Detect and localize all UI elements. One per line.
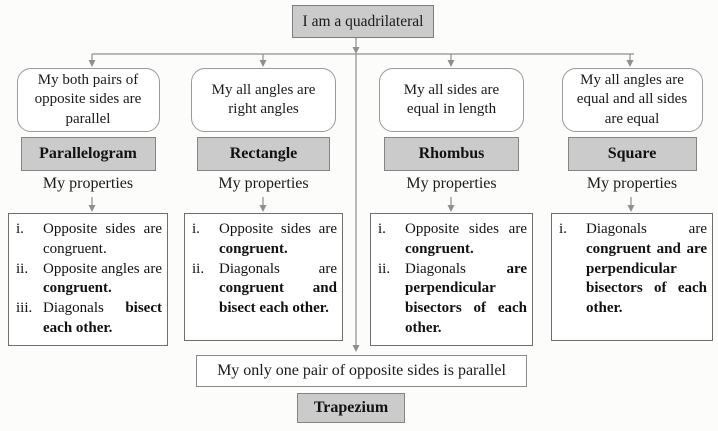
question-box: My all angles are right angles xyxy=(191,68,336,132)
properties-box: i. Opposite sides are congruent. ii. Diagon… xyxy=(184,213,343,341)
root-box: I am a quadrilateral xyxy=(292,5,434,38)
property-text: Diagonals are congruent and bisect each … xyxy=(219,260,337,317)
shape-label: Parallelogram xyxy=(20,137,156,171)
shape-label: Square xyxy=(567,137,697,171)
question-box: My all sides are equal in length xyxy=(379,68,524,132)
property-number: iii. xyxy=(16,300,33,317)
property-number: ii. xyxy=(378,260,391,277)
property-item: i. Opposite sides are congruent. xyxy=(375,220,529,260)
shape-label: Rectangle xyxy=(197,137,330,171)
property-number: i. xyxy=(192,221,200,237)
property-item: ii. Opposite angles are congruent. xyxy=(13,260,164,300)
property-text: Opposite sides are congruent. xyxy=(219,221,337,257)
properties-heading: My properties xyxy=(586,175,678,192)
property-item: i. Opposite sides are congruent. xyxy=(13,220,164,260)
question-box: My all angles are equal and all sides ar… xyxy=(561,68,703,132)
property-number: ii. xyxy=(16,260,29,277)
properties-box: i. Opposite sides are congruent. ii. Diagon… xyxy=(370,213,533,346)
property-item: i. Opposite sides are congruent. xyxy=(189,220,339,260)
property-item: i. Diagonals are congruent and are perpen… xyxy=(556,220,709,319)
properties-heading: My properties xyxy=(406,175,497,192)
shape-label: Rhombus xyxy=(384,137,519,171)
properties-heading: My properties xyxy=(42,175,134,192)
question-box: My both pairs of opposite sides are para… xyxy=(16,68,160,132)
trapezium-question-box: My only one pair of opposite sides is pa… xyxy=(196,355,527,387)
property-number: i. xyxy=(16,221,24,237)
properties-heading: My properties xyxy=(218,175,309,192)
property-item: iii. Diagonals bisect each other. xyxy=(13,299,164,339)
shape-column: My all angles are right angles Rectangle… xyxy=(184,68,343,341)
property-text: Diagonals are perpendicular bisectors of… xyxy=(405,260,527,336)
shape-column: My all sides are equal in length Rhombus… xyxy=(370,68,533,346)
property-item: ii. Diagonals are congruent and bisect ea… xyxy=(189,260,339,319)
property-number: i. xyxy=(559,221,567,237)
shape-label-trapezium: Trapezium xyxy=(297,393,405,423)
property-text: Opposite angles are congruent. xyxy=(43,260,162,297)
property-text: Opposite sides are congruent. xyxy=(405,221,527,257)
properties-box: i. Diagonals are congruent and are perpen… xyxy=(551,213,713,341)
property-number: i. xyxy=(378,221,386,237)
property-text: Diagonals bisect each other. xyxy=(43,300,162,336)
shape-column: My all angles are equal and all sides ar… xyxy=(551,68,713,341)
shape-column: My both pairs of opposite sides are para… xyxy=(8,68,168,346)
property-text: Diagonals are congruent and are perpendi… xyxy=(586,221,707,317)
properties-box: i. Opposite sides are congruent. ii. Opposi… xyxy=(8,213,168,346)
arrowhead-icons xyxy=(88,47,635,352)
property-number: ii. xyxy=(192,260,205,277)
property-item: ii. Diagonals are perpendicular bisectors… xyxy=(375,260,529,339)
property-text: Opposite sides are congruent. xyxy=(43,221,162,257)
